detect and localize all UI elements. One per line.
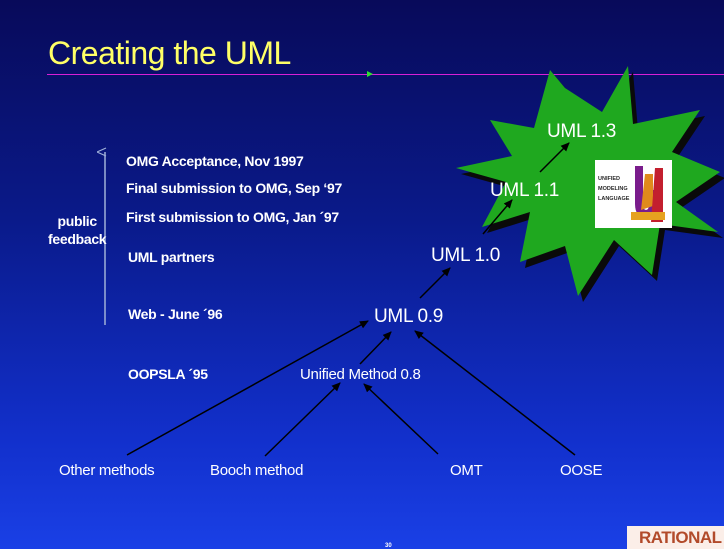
event-final-submission: Final submission to OMG, Sep ‘97 xyxy=(126,180,342,196)
event-web-june-96: Web - June ´96 xyxy=(128,306,223,322)
page-number: 30 xyxy=(385,543,392,549)
method-booch: Booch method xyxy=(210,462,304,479)
uml-logo-letters-icon xyxy=(631,166,665,222)
title-divider xyxy=(47,74,724,75)
event-omg-acceptance: OMG Acceptance, Nov 1997 xyxy=(126,153,304,169)
method-oose: OOSE xyxy=(560,462,603,479)
version-uml-13: UML 1.3 xyxy=(547,121,617,142)
arrow-omt-to-unified xyxy=(363,383,439,455)
arrow-oose-to-uml09 xyxy=(414,330,576,456)
version-unified-method: Unified Method 0.8 xyxy=(300,366,421,383)
event-uml-partners: UML partners xyxy=(128,249,215,265)
uml-logo: UNIFIED MODELING LANGUAGE xyxy=(595,160,672,228)
rational-logo: RATIONAL xyxy=(627,526,724,549)
version-uml-09: UML 0.9 xyxy=(374,306,444,327)
arrow-unified-to-uml09 xyxy=(359,331,392,365)
arrow-uml10-to-uml11 xyxy=(482,199,513,235)
version-uml-11: UML 1.1 xyxy=(490,180,560,201)
version-uml-10: UML 1.0 xyxy=(431,245,501,266)
arrow-uml09-to-uml10 xyxy=(419,267,451,299)
method-other: Other methods xyxy=(59,462,155,479)
method-omt: OMT xyxy=(450,462,483,479)
uml-logo-wordmark: UNIFIED MODELING LANGUAGE xyxy=(598,176,630,202)
arrow-booch-to-unified xyxy=(264,382,341,457)
starburst xyxy=(456,66,720,296)
public-feedback-label: public feedback xyxy=(48,213,107,247)
event-first-submission: First submission to OMG, Jan ´97 xyxy=(126,209,339,225)
title-marker-icon xyxy=(367,71,373,77)
arrow-uml11-to-uml13 xyxy=(539,142,570,173)
arrow-other-to-uml09 xyxy=(126,320,369,456)
event-oopsla-95: OOPSLA ´95 xyxy=(128,366,208,382)
slide-title: Creating the UML xyxy=(48,35,291,71)
